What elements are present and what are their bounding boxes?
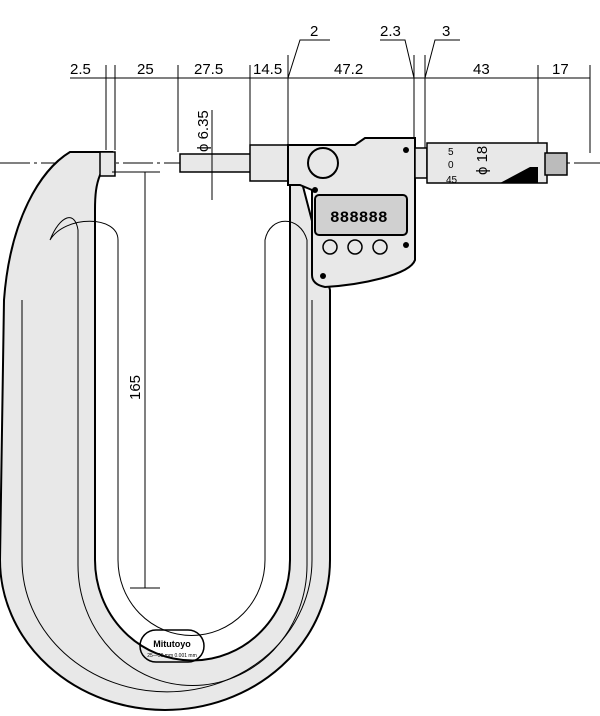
lcd-display: [314, 194, 408, 236]
logo-spec: 25—50 mm 0.001 mm: [147, 653, 196, 659]
logo-plate: [139, 629, 205, 663]
anvil: [99, 151, 116, 177]
dim-3: 3: [442, 23, 450, 40]
screw: [312, 187, 318, 193]
dim-14-5: 14.5: [253, 61, 282, 78]
lock-knob[interactable]: [307, 147, 339, 179]
thimble-scale-0: 0: [448, 160, 454, 171]
dimension-lines: [70, 39, 591, 589]
button-2[interactable]: [347, 239, 363, 255]
screw: [320, 273, 326, 279]
button-1[interactable]: [322, 239, 338, 255]
frame-outer-rib: [21, 300, 313, 693]
logo-brand: Mitutoyo: [153, 639, 191, 649]
dim-2: 2: [310, 23, 318, 40]
dim-27-5: 27.5: [194, 61, 223, 78]
dim-47-2: 47.2: [334, 61, 363, 78]
thimble-scale-45: 45: [446, 175, 458, 186]
screw: [403, 242, 409, 248]
dim-2-5: 2.5: [70, 61, 91, 78]
thimble-diameter-label: ϕ 18: [474, 146, 491, 175]
thimble-scale-5: 5: [448, 147, 454, 158]
dim-2-3: 2.3: [380, 23, 401, 40]
thimble-shade: [500, 167, 538, 183]
u-frame: [0, 151, 331, 711]
screw: [403, 147, 409, 153]
button-3[interactable]: [372, 239, 388, 255]
sleeve: [414, 147, 428, 179]
depth-dimension-label: 165: [127, 375, 144, 400]
dim-25: 25: [137, 61, 154, 78]
frame-inner-rib: [49, 217, 308, 687]
spindle-sleeve: [249, 144, 291, 182]
ratchet[interactable]: [544, 152, 568, 176]
dim-43: 43: [473, 61, 490, 78]
spindle-diameter-label: ϕ 6.35: [195, 110, 212, 152]
lcd-digits: 888888: [330, 209, 388, 227]
dim-17: 17: [552, 61, 569, 78]
spindle: [179, 153, 253, 173]
